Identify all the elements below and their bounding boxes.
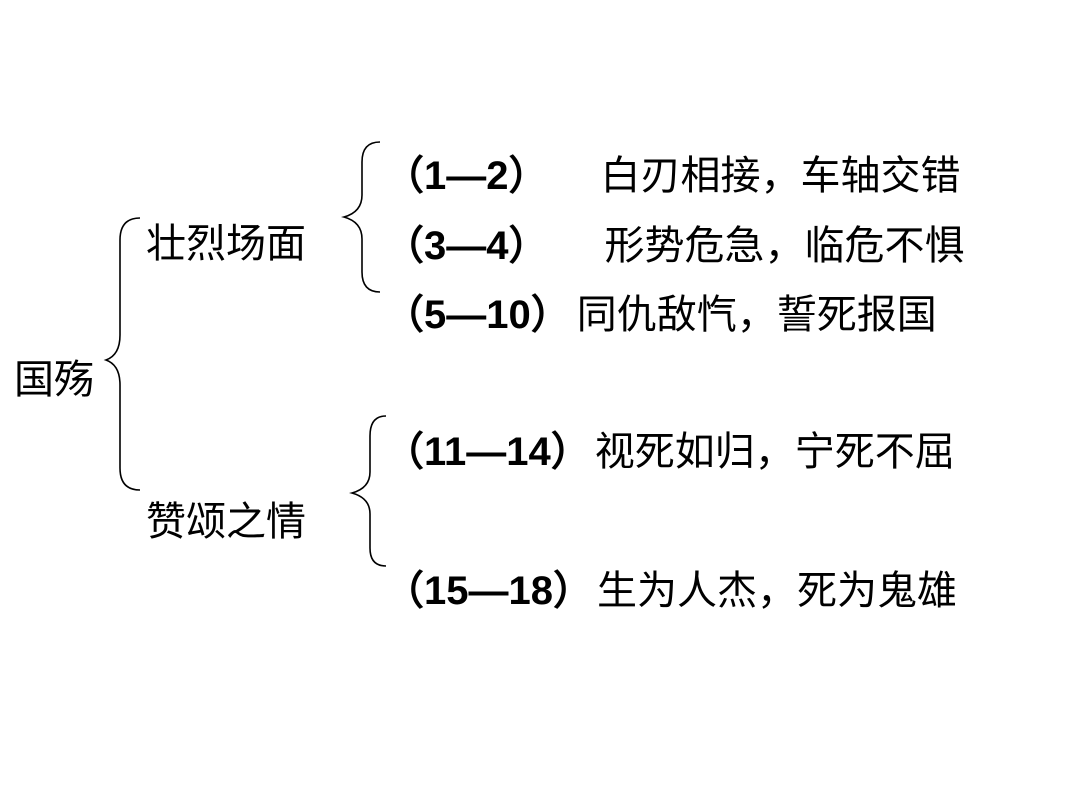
- item-text: 视死如归，宁死不屈: [594, 429, 955, 475]
- section-brace-2: [349, 415, 387, 567]
- item-range: （5—10）: [384, 293, 571, 337]
- item-text: 生为人杰，死为鬼雄: [596, 568, 957, 614]
- list-item: （11—14）视死如归，宁死不屈: [384, 428, 955, 476]
- item-range: （11—14）: [384, 430, 591, 474]
- root-brace: [103, 217, 141, 491]
- item-range: （15—18）: [384, 569, 593, 613]
- root-label: 国殇: [14, 357, 94, 403]
- item-text: 白刃相接，车轴交错: [600, 153, 961, 199]
- item-range: （3—4）: [384, 224, 549, 268]
- item-text: 形势危急，临危不惧: [604, 223, 965, 269]
- section-brace-1: [341, 141, 381, 293]
- list-item: （15—18）生为人杰，死为鬼雄: [384, 567, 957, 615]
- item-text: 同仇敌忾，誓死报国: [576, 292, 937, 338]
- list-item: （1—2） 白刃相接，车轴交错: [384, 152, 961, 200]
- list-item: （5—10）同仇敌忾，誓死报国: [384, 291, 937, 339]
- section-label-2: 赞颂之情: [146, 499, 306, 545]
- section-label-1: 壮烈场面: [146, 221, 306, 267]
- list-item: （3—4） 形势危急，临危不惧: [384, 222, 965, 270]
- item-range: （1—2）: [384, 154, 549, 198]
